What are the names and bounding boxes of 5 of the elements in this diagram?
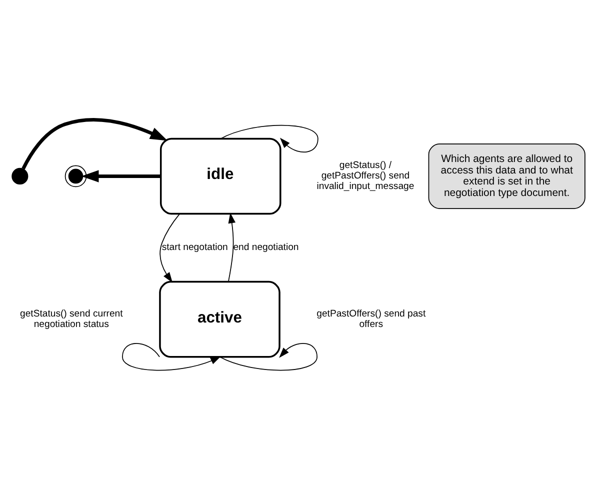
- edge-label: start negotation: [162, 242, 228, 254]
- edge-label: getPastOffers() send past offers: [316, 308, 426, 330]
- edge-label: getStatus() send current negotiation status: [20, 308, 123, 330]
- edge-label: getStatus() / getPastOffers() send invalid_input_message: [316, 160, 414, 192]
- edge-label: end negotiation: [233, 242, 299, 254]
